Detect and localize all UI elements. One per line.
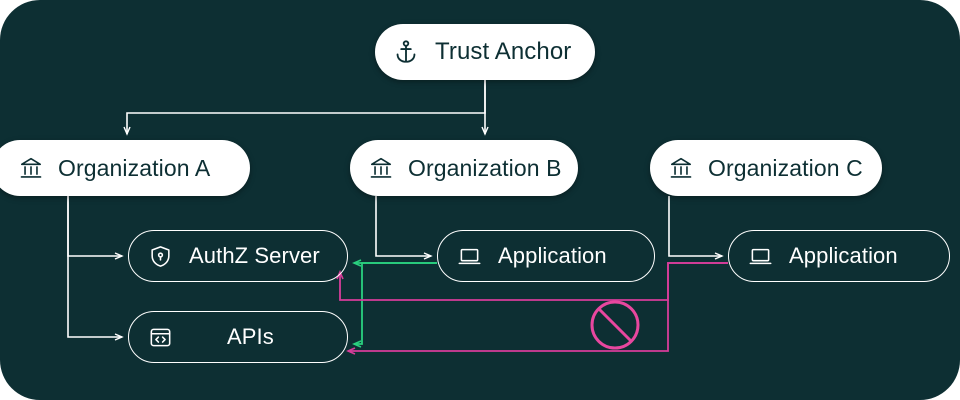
bank-icon bbox=[366, 153, 396, 183]
code-brackets-icon bbox=[145, 322, 175, 352]
node-apis[interactable]: APIs bbox=[128, 311, 348, 363]
node-application-b[interactable]: Application bbox=[437, 230, 655, 282]
node-application-c[interactable]: Application bbox=[728, 230, 950, 282]
edge-org-a-to-authz-server bbox=[67, 196, 124, 260]
bank-icon bbox=[666, 153, 696, 183]
node-label: APIs bbox=[227, 324, 274, 349]
laptop-icon bbox=[745, 241, 775, 271]
edge-org-a-to-apis bbox=[67, 196, 124, 341]
edge-org-b-to-app-b bbox=[375, 196, 433, 260]
node-label: AuthZ Server bbox=[189, 243, 320, 268]
node-authz-server[interactable]: AuthZ Server bbox=[128, 230, 348, 282]
node-organization-b[interactable]: Organization B bbox=[350, 140, 578, 196]
node-organization-a[interactable]: Organization A bbox=[0, 140, 250, 196]
edge-org-c-to-app-c bbox=[668, 196, 724, 260]
node-label: Trust Anchor bbox=[435, 38, 572, 65]
node-organization-c[interactable]: Organization C bbox=[650, 140, 882, 196]
node-label: Organization B bbox=[408, 154, 562, 181]
edge-trust-anchor-to-org-a bbox=[123, 80, 486, 136]
shield-lock-icon bbox=[145, 241, 175, 271]
bank-icon bbox=[16, 153, 46, 183]
node-trust-anchor[interactable]: Trust Anchor bbox=[375, 24, 595, 80]
node-label: Application bbox=[789, 243, 898, 268]
edge-app-b-to-apis bbox=[354, 262, 437, 344]
node-label: Application bbox=[498, 243, 607, 268]
laptop-icon bbox=[454, 241, 484, 271]
prohibited-icon bbox=[590, 300, 640, 350]
anchor-icon bbox=[391, 37, 421, 67]
node-label: Organization C bbox=[708, 154, 863, 181]
edge-app-c-to-apis bbox=[348, 262, 728, 351]
node-label: Organization A bbox=[58, 154, 211, 181]
